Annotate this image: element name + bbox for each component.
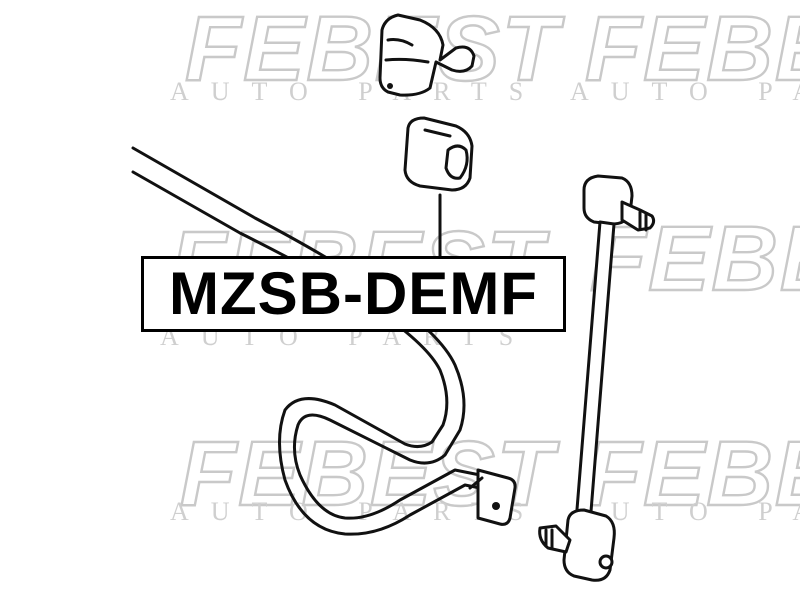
- bushing-bracket: [378, 13, 476, 97]
- watermark-tagline: AUTO PARTS: [170, 77, 545, 106]
- part-number-label: MZSB-DEMF: [169, 260, 538, 327]
- watermark-bottom-right: FEBEST AUTO PARTS: [570, 422, 800, 526]
- stabilizer-link: [538, 174, 656, 582]
- watermark-tagline: AUTO PARTS: [170, 497, 545, 526]
- watermark-brand: FEBEST: [185, 0, 565, 100]
- watermark-brand: FEBEST: [590, 208, 800, 310]
- watermark-brand: FEBEST: [585, 423, 800, 525]
- stabilizer-bar: [131, 146, 517, 536]
- watermark-tagline: AUTO PARTS: [570, 77, 800, 106]
- part-number-box: MZSB-DEMF: [141, 256, 566, 332]
- watermark-center-right: FEBEST: [589, 207, 800, 311]
- watermark-brand: FEBEST: [585, 0, 800, 100]
- watermark-top-right: FEBEST AUTO PARTS: [570, 0, 800, 106]
- watermark-top-left: FEBEST AUTO PARTS: [170, 0, 565, 106]
- bushing: [403, 116, 474, 262]
